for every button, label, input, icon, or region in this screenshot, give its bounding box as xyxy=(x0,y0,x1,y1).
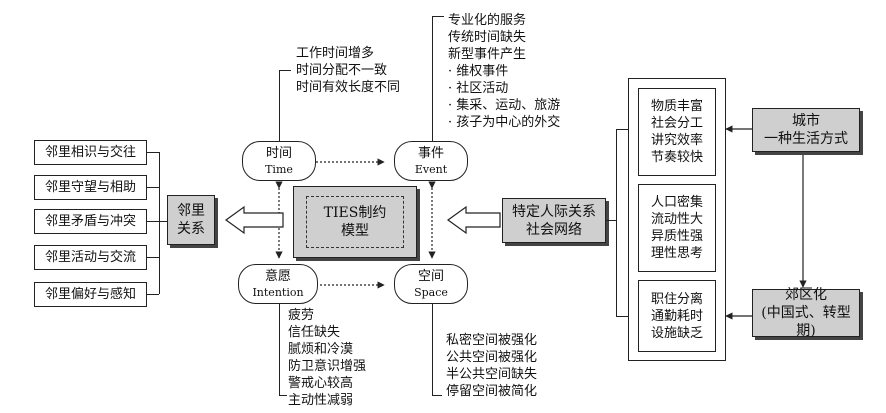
time-leader xyxy=(279,70,280,141)
intention-leader xyxy=(279,304,280,395)
panel-bracket xyxy=(616,129,617,316)
intention-notes: 疲劳 信任缺失 腻烦和冷漠 防卫意识增强 警戒心较高 主动性减弱 xyxy=(288,308,367,408)
city-panel-box-1: 物质丰富 社会分工 讲究效率 节奏较快 xyxy=(638,88,716,176)
network-box: 特定人际关系 社会网络 xyxy=(502,198,606,243)
relation-item-5: 邻里偏好与感知 xyxy=(34,282,147,307)
city-box: 城市 一种生活方式 xyxy=(752,108,860,152)
bracket-tick-3 xyxy=(147,221,159,222)
event-leader xyxy=(432,16,433,141)
bracket-tick-5 xyxy=(147,294,159,295)
city-panel-box-2: 人口密集 流动性大 异质性强 理性思考 xyxy=(638,184,716,272)
time-leader-h xyxy=(279,70,291,71)
relation-item-1: 邻里相识与交往 xyxy=(34,140,147,165)
neighborhood-box: 邻里 关系 xyxy=(167,195,215,245)
node-intention: 意愿 Intention xyxy=(238,264,318,304)
event-leader-h xyxy=(432,16,444,17)
time-notes: 工作时间增多 时间分配不一致 时间有效长度不同 xyxy=(296,46,401,95)
network-link xyxy=(606,220,616,221)
panel-bracket-top xyxy=(616,129,634,130)
space-notes: 私密空间被强化 公共空间被强化 半公共空间缺失 停留空间被简化 xyxy=(446,333,538,399)
intention-leader-h xyxy=(279,395,287,396)
relation-item-4: 邻里活动与交流 xyxy=(34,245,147,270)
relation-item-2: 邻里守望与相助 xyxy=(34,175,147,200)
space-leader-h xyxy=(432,395,442,396)
node-time: 时间 Time xyxy=(242,141,316,181)
block-arrow-to-neighborhood xyxy=(224,205,284,235)
event-notes: 专业化的服务 传统时间缺失 新型事件产生 · 维权事件 · 社区活动 · 集采、… xyxy=(448,13,561,130)
bracket-link xyxy=(159,221,167,222)
bracket-tick-2 xyxy=(147,187,159,188)
space-leader xyxy=(432,304,433,395)
ties-model-box: TIES制约 模型 xyxy=(293,186,417,258)
node-space: 空间 Space xyxy=(394,264,468,304)
suburb-box: 郊区化 (中国式、转型期) xyxy=(752,287,860,339)
bracket-tick-1 xyxy=(147,152,159,153)
node-event: 事件 Event xyxy=(394,141,468,181)
ties-model-inner: TIES制约 模型 xyxy=(306,196,404,248)
city-panel-box-3: 职住分离 通勤耗时 设施缺乏 xyxy=(638,280,716,352)
bracket-tick-4 xyxy=(147,257,159,258)
city-panel: 物质丰富 社会分工 讲究效率 节奏较快 人口密集 流动性大 异质性强 理性思考 … xyxy=(628,78,726,361)
relation-bracket xyxy=(159,152,160,294)
relation-item-3: 邻里矛盾与冲突 xyxy=(34,209,147,234)
block-arrow-to-model xyxy=(446,205,501,235)
panel-bracket-bottom xyxy=(616,316,634,317)
